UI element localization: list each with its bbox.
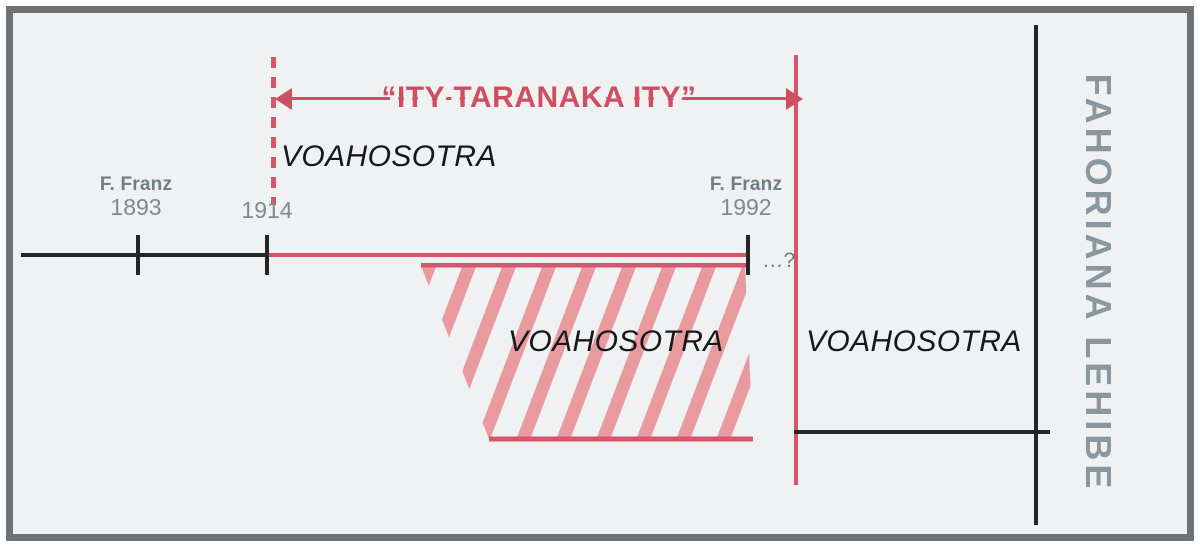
segment-label-upper-left: VOAHOSOTRA bbox=[281, 140, 497, 173]
hatched-overlap-region bbox=[421, 263, 753, 442]
span-arrow-line bbox=[287, 97, 791, 100]
lower-baseline bbox=[794, 430, 1050, 434]
segment-label-hatched-middle: VOAHOSOTRA bbox=[508, 325, 724, 358]
dashed-divider-1914 bbox=[271, 57, 276, 205]
tick-1893 bbox=[136, 235, 140, 275]
tick-1914 bbox=[265, 235, 269, 275]
tick-1992 bbox=[746, 235, 750, 275]
right-axis-line bbox=[1034, 25, 1038, 525]
segment-label-right: VOAHOSOTRA bbox=[806, 325, 1022, 358]
era-span-arrow: “ITY TARANAKA ITY” bbox=[275, 75, 803, 121]
uncertainty-marker: ...? bbox=[763, 249, 797, 272]
axis-line-black bbox=[21, 253, 273, 257]
marker-label-1914: 1914 bbox=[207, 197, 327, 224]
marker-name-1992: F. Franz bbox=[709, 174, 783, 195]
arrow-right-icon bbox=[786, 88, 803, 110]
axis-line-red bbox=[265, 253, 747, 257]
hatch-svg bbox=[421, 263, 753, 442]
era-boundary-line bbox=[794, 55, 798, 485]
side-axis-label-text: FAHORIANA LEHIBE bbox=[1078, 73, 1119, 493]
diagram-frame: “ITY TARANAKA ITY” F. Franz 1893 1914 F.… bbox=[6, 6, 1194, 541]
marker-year-1893: 1893 bbox=[110, 194, 162, 221]
marker-label-1992: F. Franz 1992 bbox=[666, 174, 826, 221]
era-span-title: “ITY TARANAKA ITY” bbox=[381, 81, 697, 114]
marker-name-1893: F. Franz bbox=[99, 174, 173, 195]
timeline-plot: “ITY TARANAKA ITY” F. Franz 1893 1914 F.… bbox=[13, 13, 1187, 534]
side-axis-label: FAHORIANA LEHIBE bbox=[1068, 63, 1128, 503]
marker-year-1992: 1992 bbox=[720, 194, 772, 221]
arrow-left-icon bbox=[275, 88, 292, 110]
marker-label-1893: F. Franz 1893 bbox=[66, 174, 206, 221]
marker-year-1914: 1914 bbox=[241, 197, 293, 223]
